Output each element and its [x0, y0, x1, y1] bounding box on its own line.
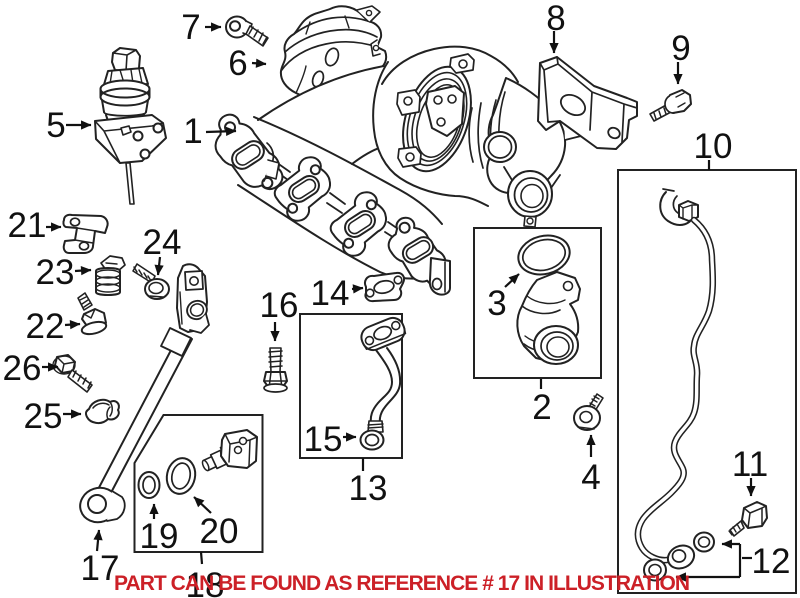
- svg-text:21: 21: [8, 206, 47, 245]
- svg-text:1: 1: [183, 112, 202, 151]
- svg-text:14: 14: [311, 274, 350, 313]
- svg-text:18: 18: [186, 566, 225, 598]
- svg-text:10: 10: [694, 127, 733, 166]
- svg-text:13: 13: [349, 469, 388, 508]
- svg-text:12: 12: [752, 542, 791, 581]
- svg-text:8: 8: [546, 0, 565, 38]
- svg-text:PART CAN BE FOUND AS REFERENCE: PART CAN BE FOUND AS REFERENCE # 17 IN I…: [114, 572, 690, 595]
- svg-text:26: 26: [3, 349, 42, 388]
- svg-text:22: 22: [26, 307, 65, 346]
- svg-text:5: 5: [46, 106, 65, 145]
- svg-text:9: 9: [671, 29, 690, 68]
- svg-text:11: 11: [732, 445, 768, 484]
- svg-text:25: 25: [24, 397, 63, 436]
- svg-text:23: 23: [36, 253, 75, 292]
- svg-text:20: 20: [200, 512, 239, 551]
- svg-text:15: 15: [304, 420, 343, 459]
- svg-text:7: 7: [181, 8, 200, 47]
- svg-text:19: 19: [140, 517, 179, 556]
- svg-text:24: 24: [143, 223, 182, 262]
- svg-text:16: 16: [260, 286, 299, 325]
- svg-text:2: 2: [532, 388, 551, 427]
- svg-text:17: 17: [81, 549, 120, 588]
- svg-text:4: 4: [581, 458, 600, 497]
- svg-text:3: 3: [487, 284, 506, 323]
- svg-text:6: 6: [228, 44, 247, 83]
